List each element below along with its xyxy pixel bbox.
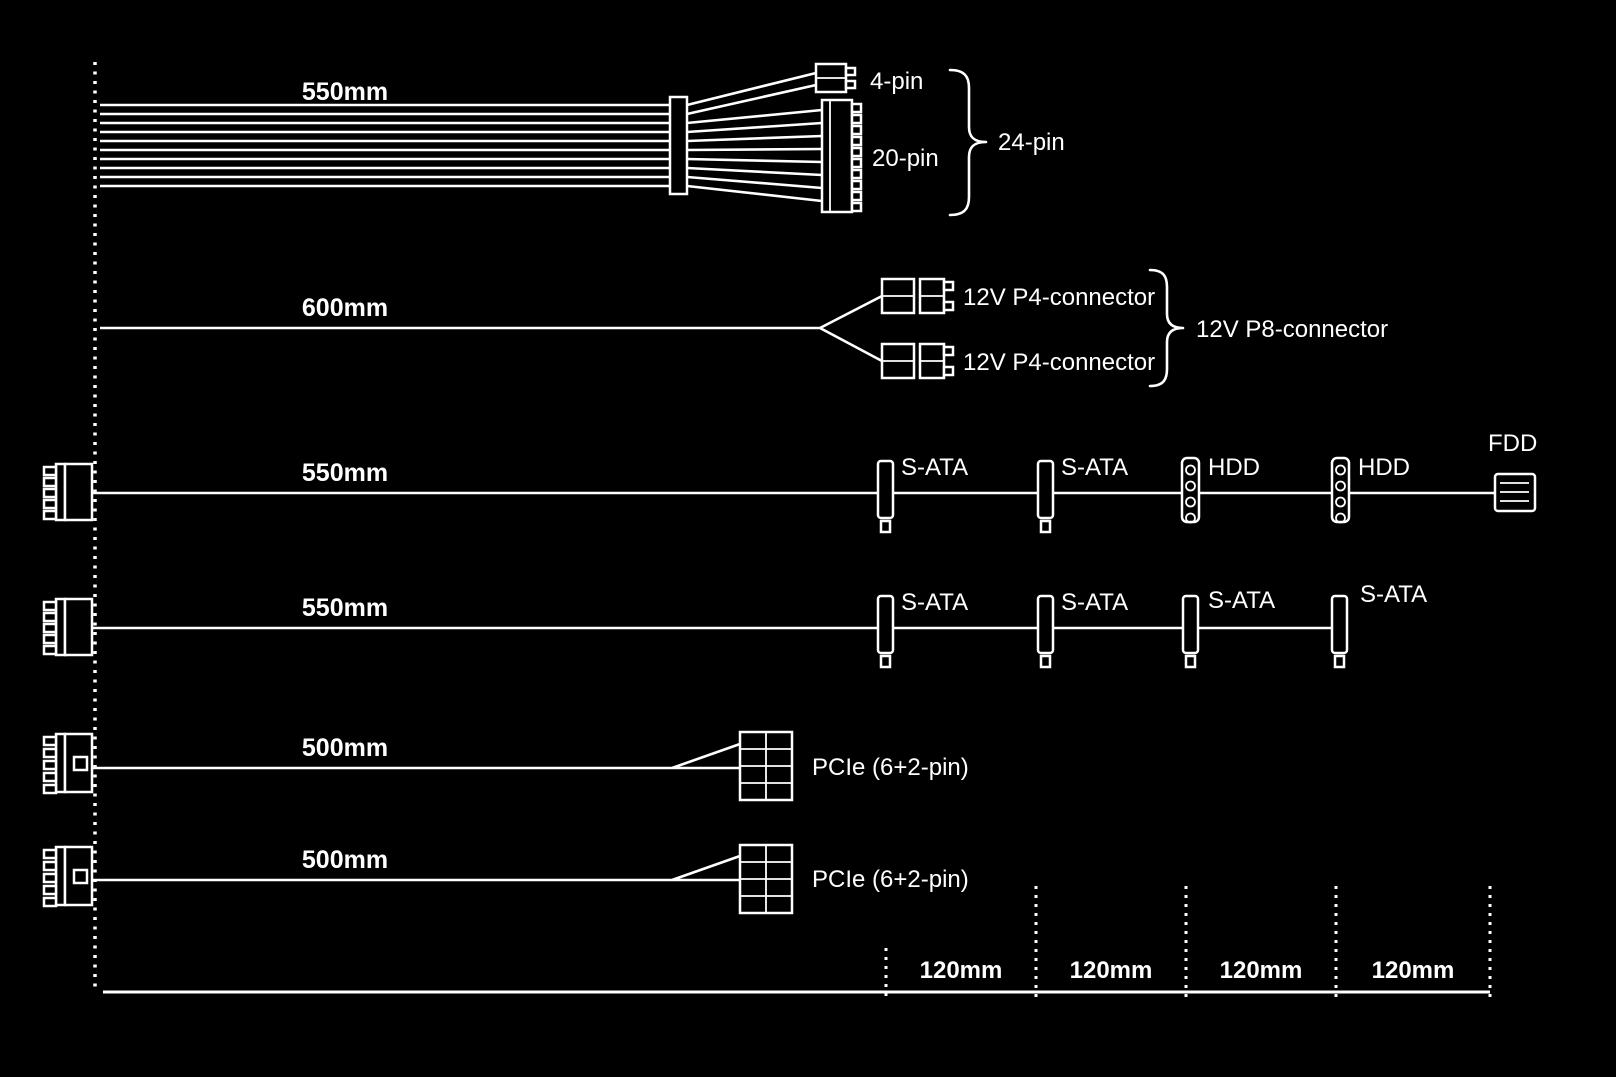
sata-connector: [1036, 594, 1055, 669]
sata-connector: [1181, 594, 1200, 669]
sata-connector: [1036, 459, 1055, 534]
connector-label: PCIe (6+2-pin): [812, 754, 969, 781]
wire-fan: [686, 71, 823, 203]
connector-label: S-ATA: [1061, 589, 1128, 616]
cable-wire: [100, 294, 883, 363]
connector-label: FDD: [1488, 430, 1537, 457]
sata-connector: [876, 594, 895, 669]
brace-p8: [1148, 268, 1185, 388]
pcie-connector: [738, 730, 794, 802]
p4-connector-top: [880, 277, 955, 315]
fdd-connector: [1493, 472, 1537, 513]
connector-label-p4-bottom: 12V P4-connector: [963, 349, 1155, 376]
segment-label: 120mm: [1220, 957, 1303, 984]
cable-length-label: 550mm: [302, 78, 388, 106]
atx-cable: 550mm 4-pin 20-pin 24-pin: [100, 62, 1065, 217]
connector-label-20pin: 20-pin: [872, 145, 939, 172]
20pin-connector: [820, 98, 863, 214]
psu-modular-plug: [42, 597, 94, 657]
segment-label: 120mm: [1372, 957, 1455, 984]
peripheral-cable: 550mm S-ATA S-ATA HDD HDD: [42, 430, 1537, 534]
sata-connector: [1330, 594, 1349, 669]
connector-label: S-ATA: [1360, 581, 1427, 608]
connector-label: S-ATA: [901, 589, 968, 616]
connector-label: HDD: [1358, 454, 1410, 481]
cable-wire: [92, 854, 741, 882]
cable-length-label: 500mm: [302, 734, 388, 762]
cable-length-label: 600mm: [302, 294, 388, 322]
connector-label: S-ATA: [1208, 587, 1275, 614]
psu-modular-plug: [42, 462, 94, 522]
cable-wire: [92, 742, 741, 770]
connector-label: PCIe (6+2-pin): [812, 866, 969, 893]
connector-label-4pin: 4-pin: [870, 68, 923, 95]
molex-connector: [1180, 456, 1201, 524]
cable-length-label: 550mm: [302, 459, 388, 487]
ruler: 120mm 120mm 120mm 120mm: [103, 886, 1492, 998]
cable-comb: [668, 95, 689, 196]
4pin-connector: [814, 62, 857, 94]
sata-connector: [876, 459, 895, 534]
pcie-cable-1: 500mm PCIe (6+2-pin): [42, 730, 969, 802]
brace-label-24pin: 24-pin: [998, 129, 1065, 156]
pcie-cable-2: 500mm PCIe (6+2-pin): [42, 843, 969, 915]
pcie-connector: [738, 843, 794, 915]
cable-length-label: 550mm: [302, 594, 388, 622]
connector-label: S-ATA: [901, 454, 968, 481]
molex-connector: [1330, 456, 1351, 524]
p4-connector-bottom: [880, 342, 955, 380]
segment-label: 120mm: [920, 957, 1003, 984]
connector-label: HDD: [1208, 454, 1260, 481]
cable-length-label: 500mm: [302, 846, 388, 874]
brace-label-p8: 12V P8-connector: [1196, 316, 1388, 343]
psu-modular-plug: [42, 845, 94, 908]
connector-label-p4-top: 12V P4-connector: [963, 284, 1155, 311]
sata-cable: 550mm S-ATA S-ATA S-ATA S-ATA: [42, 581, 1427, 669]
cpu-cable: 600mm 12V P4-connector 12V P4-connector …: [100, 268, 1388, 388]
connector-label: S-ATA: [1061, 454, 1128, 481]
cable-wires: [100, 103, 670, 188]
segment-label: 120mm: [1070, 957, 1153, 984]
brace-24pin: [948, 68, 988, 217]
psu-modular-plug: [42, 732, 94, 795]
